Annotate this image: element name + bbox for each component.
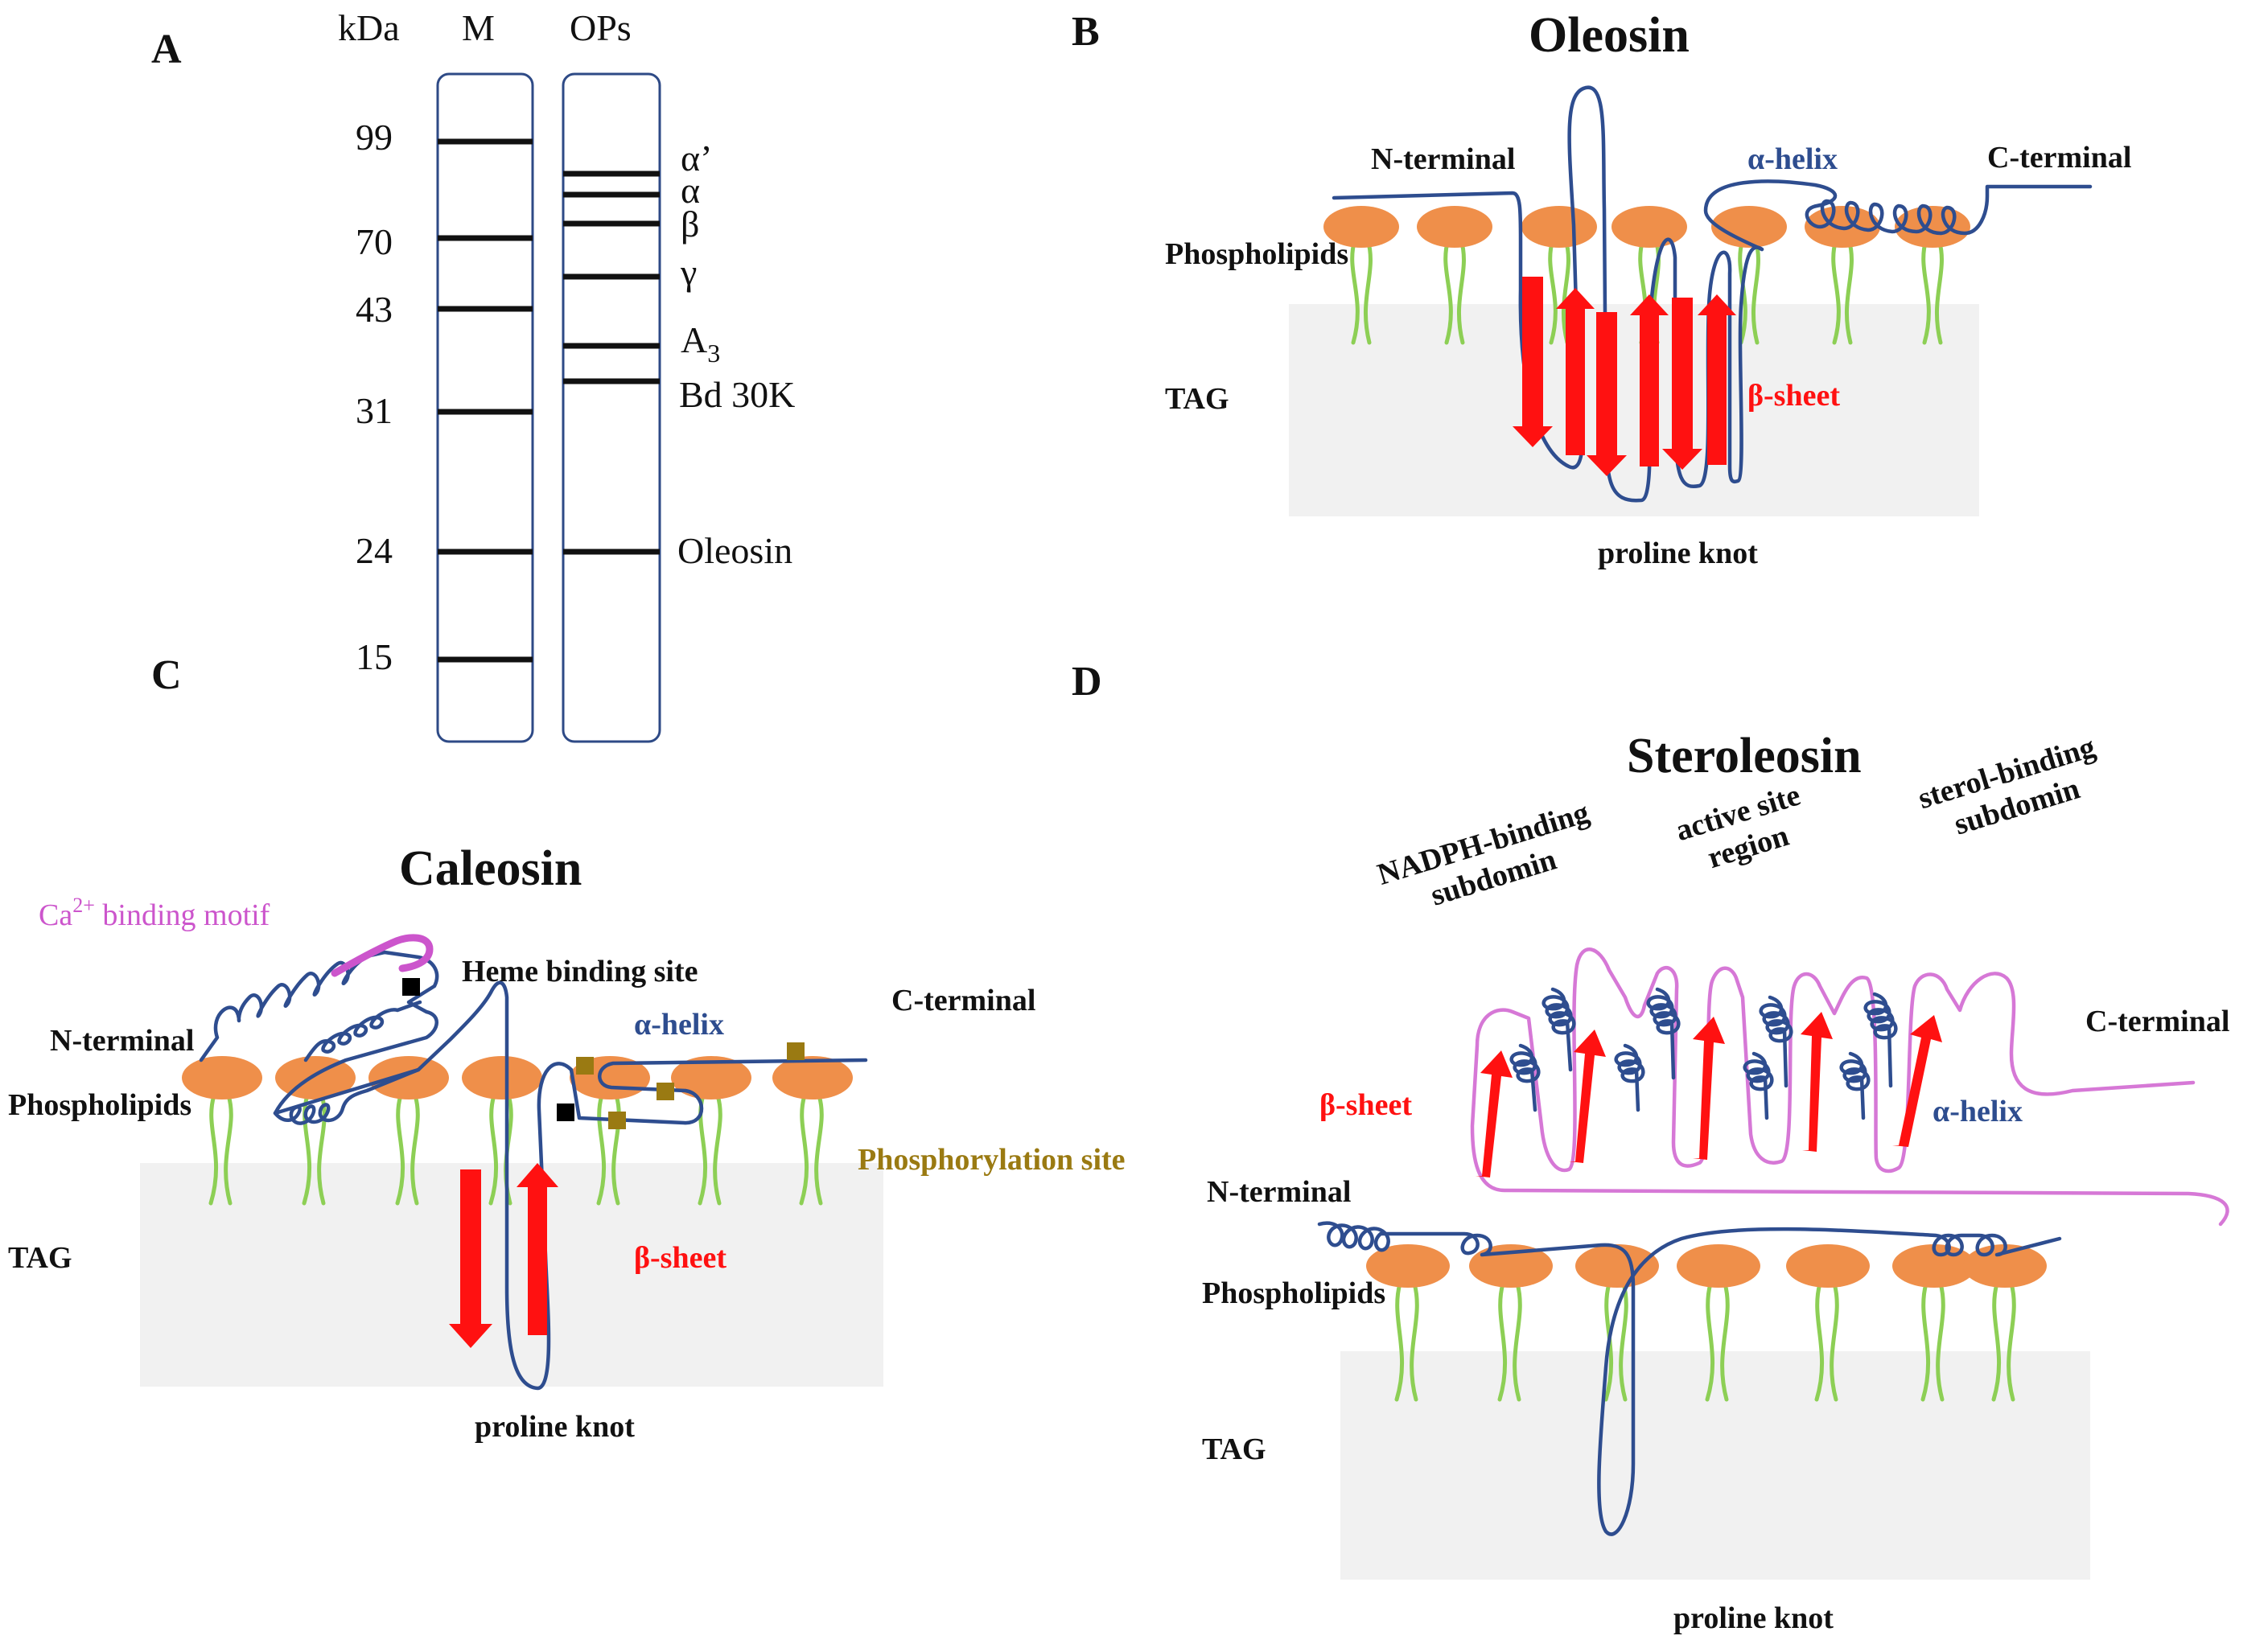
steroleosin-title: Steroleosin [1627, 729, 1862, 783]
ca-suffix: binding motif [95, 898, 270, 932]
panel-d-letter: D [1072, 659, 1102, 705]
steroleosin-n-terminal-chain [1317, 1221, 2062, 1536]
phosphorylation-site-marker [787, 1042, 805, 1060]
tag-label: TAG [1165, 382, 1229, 416]
beta-sheet-label: β-sheet [1319, 1088, 1412, 1122]
phosphorylation-site-label: Phosphorylation site [858, 1143, 1126, 1177]
op-band-label: γ [680, 252, 697, 293]
a3-subscript: 3 [707, 339, 720, 368]
marker-label: 43 [356, 289, 393, 330]
proline-knot-label: proline knot [475, 1410, 635, 1444]
tag-label: TAG [1202, 1432, 1266, 1466]
marker-label: 70 [356, 221, 393, 262]
caleosin-n-helix-upper [199, 950, 387, 1062]
op-band-label: Oleosin [677, 530, 792, 571]
ops-lane-header: OPs [570, 7, 632, 48]
c-terminal-label: C-terminal [2085, 1005, 2229, 1038]
panel-b: B Oleosin N-terminal [1072, 8, 2131, 570]
steroleosin-loop-backbone [1470, 947, 2229, 1227]
ca-binding-motif-label: Ca2+ binding motif [39, 894, 270, 932]
phosphorylation-site-marker [576, 1057, 594, 1075]
n-terminal-label: N-terminal [1371, 142, 1515, 176]
op-band-label: α’ [681, 138, 712, 179]
op-band-label-a3: A3 [681, 319, 720, 368]
beta-sheet-label: β-sheet [1747, 379, 1840, 413]
c-terminal-label: C-terminal [891, 984, 1035, 1017]
marker-label: 31 [356, 390, 393, 431]
oleosin-c-terminal-helix [1703, 179, 2093, 252]
caleosin-title: Caleosin [399, 841, 582, 896]
c-terminal-label: C-terminal [1987, 141, 2131, 175]
steroleosin-helices [1509, 987, 1898, 1120]
panel-c: C Caleosin [8, 652, 1126, 1444]
phosphorylation-site-marker [657, 1083, 674, 1100]
beta-sheet-label: β-sheet [634, 1241, 727, 1275]
ca-prefix: Ca [39, 898, 72, 932]
phospholipid-heads [1323, 206, 1970, 248]
proline-knot-label: proline knot [1598, 536, 1758, 570]
tag-core [1340, 1351, 2090, 1580]
marker-lane-header: M [462, 7, 495, 48]
heme-binding-markers [402, 978, 574, 1121]
phosphorylation-markers [576, 1042, 805, 1129]
steroleosin-beta-strands [1476, 1012, 1942, 1178]
alpha-helix-label: α-helix [1933, 1095, 2023, 1128]
op-band-label: α [681, 170, 700, 211]
panel-b-letter: B [1072, 9, 1100, 55]
panel-d: D Steroleosin NADPH-binding subdomin act… [1072, 659, 2229, 1635]
phospholipids-label: Phospholipids [8, 1088, 191, 1122]
phospholipid-heads [1366, 1244, 2047, 1288]
caleosin-main-chain [273, 950, 868, 1391]
op-band-label: Bd 30K [679, 374, 795, 415]
caleosin-beta-strands [449, 1163, 558, 1348]
a3-base: A [681, 319, 707, 360]
phospholipids-label: Phospholipids [1202, 1276, 1385, 1310]
op-band-label: β [681, 203, 699, 245]
heme-binding-site-marker [557, 1104, 574, 1121]
phospholipids-label: Phospholipids [1165, 237, 1348, 271]
tag-core [1289, 304, 1979, 516]
ops-lane [562, 72, 661, 743]
phospholipid-tails [1394, 1281, 2016, 1402]
oleosin-beta-strands [1513, 277, 1736, 476]
sterol-subdomain-label-group: sterol-binding subdomin [1914, 730, 2099, 842]
heme-binding-site-marker [402, 978, 420, 996]
active-site-label-group: active site region [1672, 779, 1805, 876]
oleosin-title: Oleosin [1529, 8, 1690, 63]
n-terminal-label: N-terminal [1207, 1175, 1351, 1209]
proline-knot-label: proline knot [1673, 1601, 1834, 1635]
marker-label: 15 [356, 636, 393, 677]
n-terminal-label: N-terminal [50, 1024, 194, 1058]
ca-superscript: 2+ [72, 894, 95, 917]
ca-binding-loop [331, 934, 434, 977]
panel-c-letter: C [151, 652, 182, 698]
alpha-helix-label: α-helix [634, 1008, 724, 1042]
marker-lane [436, 72, 534, 743]
panel-a-letter: A [151, 27, 182, 72]
marker-label: 24 [356, 530, 393, 571]
panel-a: A kDa M OPs 99 70 43 31 24 15 α’ α β γ A… [151, 7, 795, 743]
nadph-subdomain-label-group: NADPH-binding subdomin [1373, 795, 1593, 913]
alpha-helix-label: α-helix [1747, 142, 1838, 176]
phosphorylation-site-marker [608, 1112, 626, 1129]
kda-header: kDa [338, 7, 400, 48]
tag-label: TAG [8, 1241, 72, 1275]
heme-binding-label: Heme binding site [462, 955, 698, 988]
caleosin-n-helix-middle [303, 1000, 422, 1062]
marker-label: 99 [356, 117, 393, 158]
